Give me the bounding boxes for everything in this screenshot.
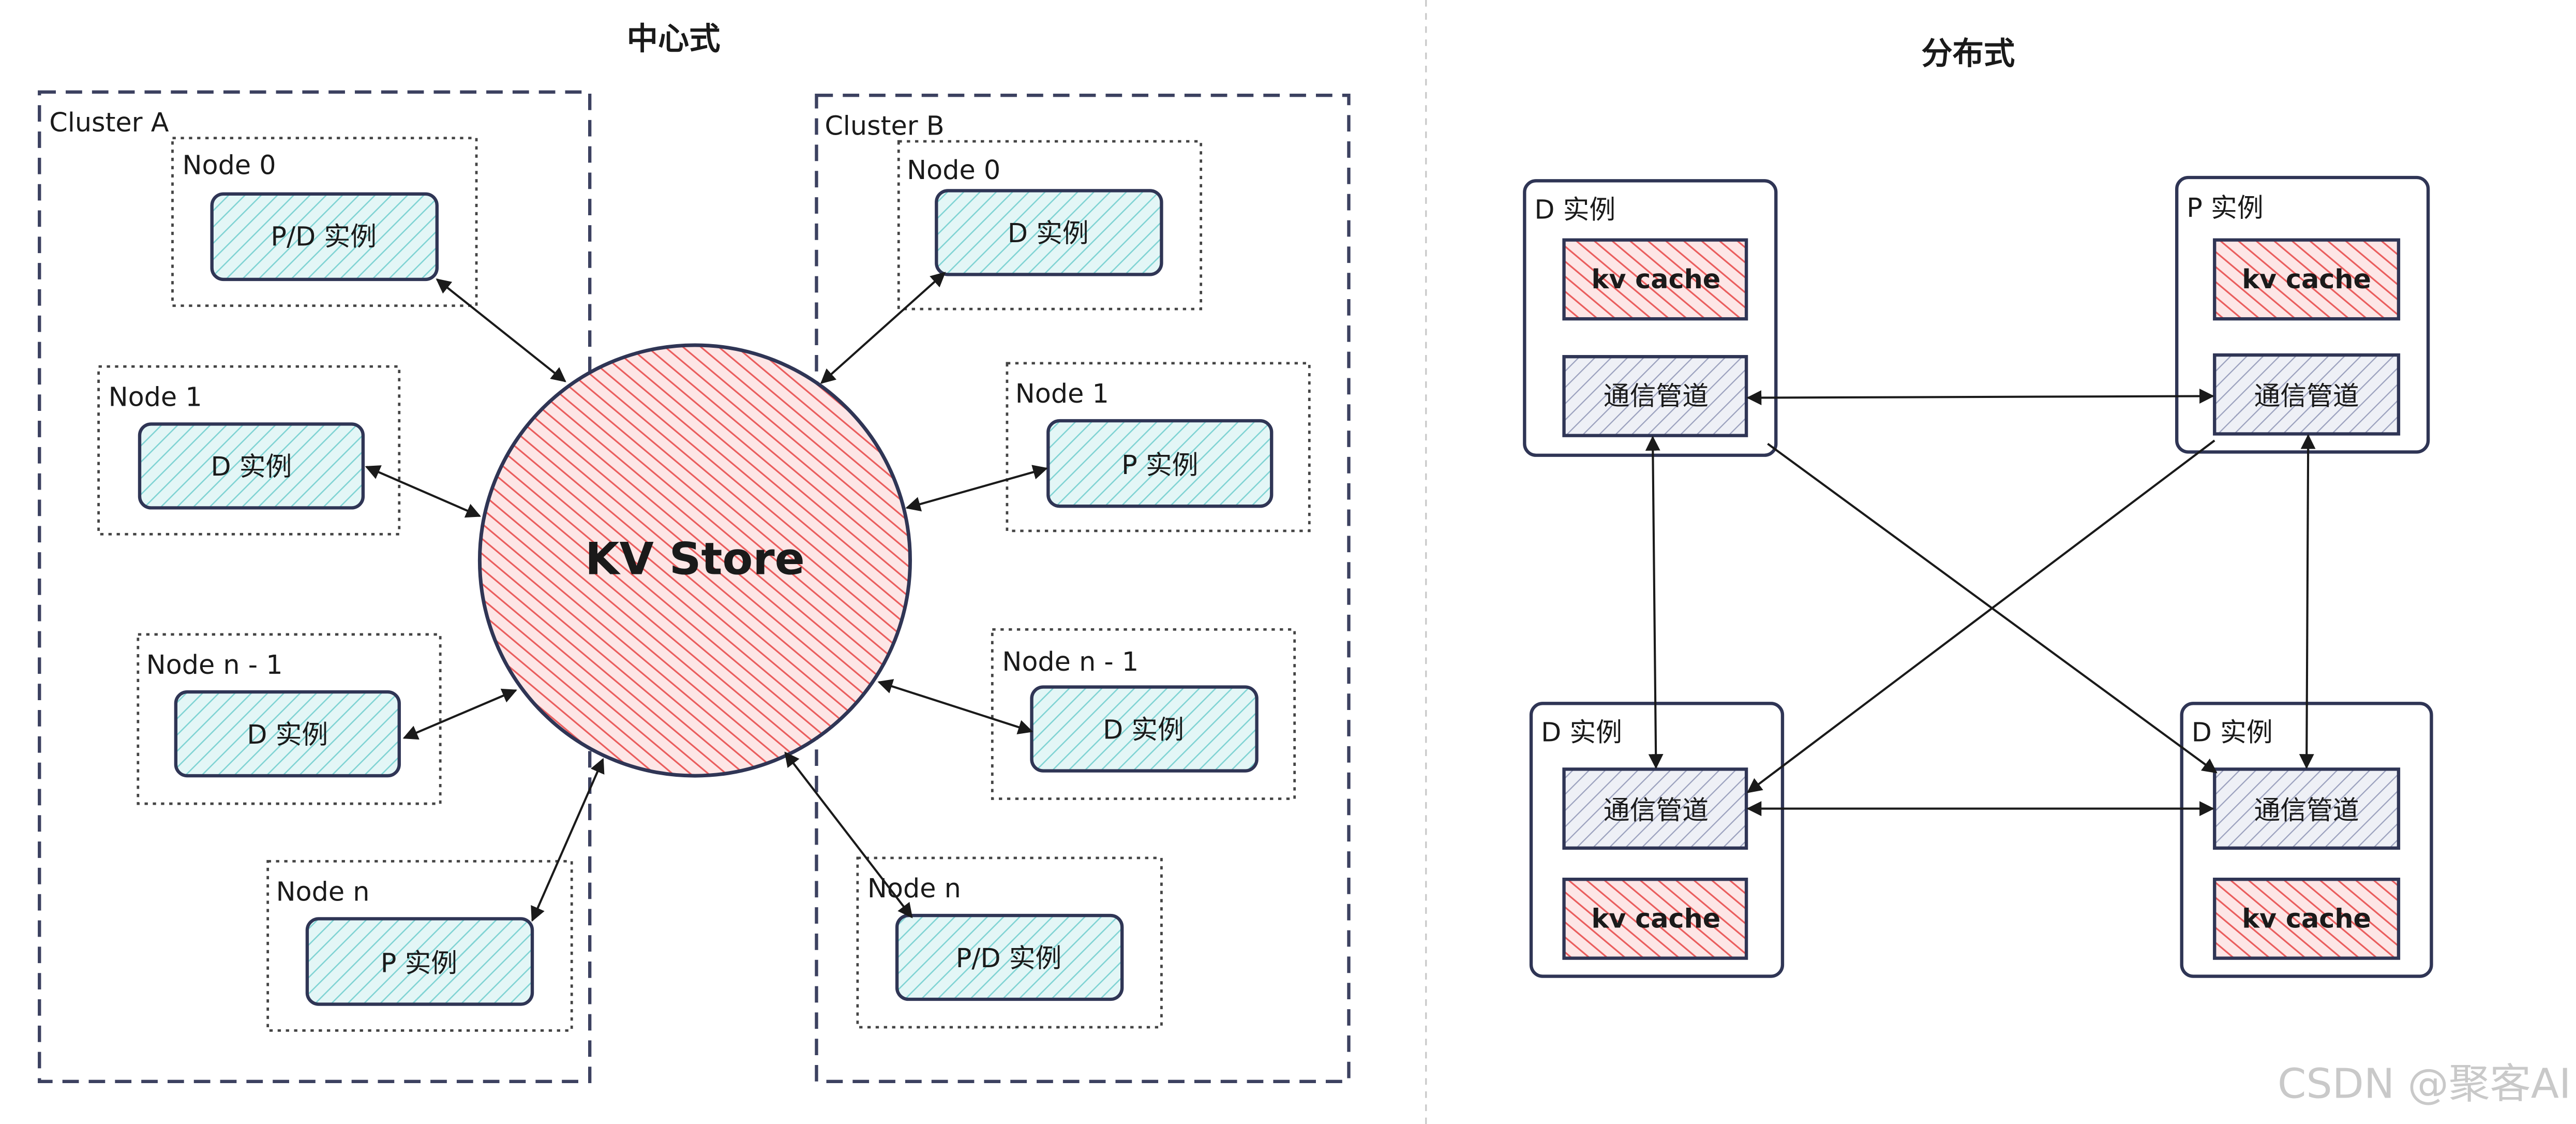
arrow: [905, 465, 1048, 512]
instance-box: [935, 189, 1163, 276]
instance-label: D 实例: [2192, 717, 2273, 747]
centralized-title: 中心式: [627, 21, 721, 57]
instance-label: P 实例: [1121, 450, 1198, 480]
arrow: [784, 751, 913, 919]
left-connectors: [365, 272, 1048, 922]
node-label: Node 1: [109, 381, 202, 412]
kv-store: KV Store: [477, 343, 912, 778]
arrow: [2299, 434, 2316, 770]
node-label: Node n - 1: [146, 649, 283, 680]
instance-label: D 实例: [1534, 194, 1615, 225]
distributed-title: 分布式: [1921, 36, 2015, 72]
node-box: [171, 137, 478, 307]
kv-cache-label: kv cache: [1592, 904, 1721, 934]
instance-box: [895, 913, 1124, 1001]
arrow: [1645, 435, 1664, 770]
kv-store-circle: [477, 343, 912, 778]
cluster-a-node: Node 0 P/D 实例: [171, 137, 478, 307]
cluster-a-label: Cluster A: [49, 107, 169, 138]
arrow: [365, 465, 482, 518]
cluster-b-node: Node 1 P 实例: [1006, 362, 1311, 533]
instance-box: [1046, 419, 1274, 508]
node-label: Node n: [276, 876, 370, 907]
channel-label: 通信管道: [2254, 795, 2359, 825]
kv-store-label: KV Store: [585, 534, 805, 585]
arrow: [531, 758, 605, 922]
arrow: [436, 278, 566, 382]
instance-box: [210, 192, 439, 282]
node-label: Node 0: [907, 155, 1000, 185]
instance-label: D 实例: [1541, 717, 1622, 747]
arrow: [1746, 439, 2215, 793]
instance-bottom-left: D 实例 通信管道 kv cache: [1529, 702, 1785, 978]
channel-box: [1562, 767, 1748, 850]
channel-label: 通信管道: [1604, 795, 1709, 825]
instance-label: D 实例: [1008, 218, 1089, 248]
cluster-b-node: Node n P/D 实例: [856, 856, 1163, 1029]
kv-cache-box: [1562, 877, 1748, 960]
cluster-a-box: [38, 90, 592, 1083]
node-label: Node n - 1: [1002, 646, 1139, 677]
cluster-b-label: Cluster B: [825, 110, 944, 141]
node-box: [856, 856, 1163, 1029]
kv-cache-box: [1562, 238, 1748, 321]
arrow: [402, 688, 517, 740]
instance-bottom-right: D 实例 通信管道 kv cache: [2180, 702, 2433, 978]
instance-label: D 实例: [211, 451, 292, 482]
instance-box: [138, 422, 365, 510]
instance-top-left: D 实例 kv cache 通信管道: [1523, 179, 1778, 457]
channel-box: [2213, 353, 2401, 436]
instance-box: [174, 690, 401, 778]
watermark: CSDN @聚客AI: [2278, 1060, 2571, 1108]
channel-box: [1562, 355, 1748, 437]
instance-label: P 实例: [381, 948, 457, 978]
right-connectors: [1645, 389, 2316, 817]
channel-box: [2213, 767, 2401, 850]
node-label: Node 0: [183, 150, 276, 181]
kv-cache-label: kv cache: [2242, 904, 2371, 934]
node-box: [991, 628, 1296, 800]
kv-cache-box: [2213, 238, 2401, 321]
node-box: [266, 860, 573, 1032]
instance-label: D 实例: [247, 719, 328, 750]
cluster-b-node: Node n - 1 D 实例: [991, 628, 1296, 800]
kv-cache-label: kv cache: [1592, 264, 1721, 294]
instance-label: D 实例: [1103, 714, 1184, 745]
kv-cache-label: kv cache: [2242, 264, 2371, 294]
instance-top-right: P 实例 kv cache 通信管道: [2175, 175, 2430, 454]
channel-label: 通信管道: [2254, 381, 2359, 411]
instance-label: P/D 实例: [956, 943, 1062, 973]
node-box: [1006, 362, 1311, 533]
arrow: [820, 272, 946, 384]
node-box: [897, 140, 1203, 310]
channel-label: 通信管道: [1604, 381, 1709, 411]
cluster-a-node: Node 1 D 实例: [97, 365, 401, 536]
instance-label: P/D 实例: [271, 221, 377, 252]
cluster-b-node: Node 0 D 实例: [897, 140, 1203, 310]
node-label: Node 1: [1015, 378, 1109, 409]
cluster-a-node: Node n P 实例: [266, 860, 573, 1032]
node-box: [97, 365, 401, 536]
instance-box: [305, 917, 534, 1006]
cluster-a-node: Node n - 1 D 实例: [137, 633, 442, 805]
instance-label: P 实例: [2186, 193, 2263, 223]
cluster-b-box: [815, 94, 1351, 1083]
kv-cache-box: [2213, 877, 2401, 960]
arrow: [1767, 442, 2218, 774]
arrow: [877, 679, 1034, 735]
arrow: [1746, 389, 2214, 405]
